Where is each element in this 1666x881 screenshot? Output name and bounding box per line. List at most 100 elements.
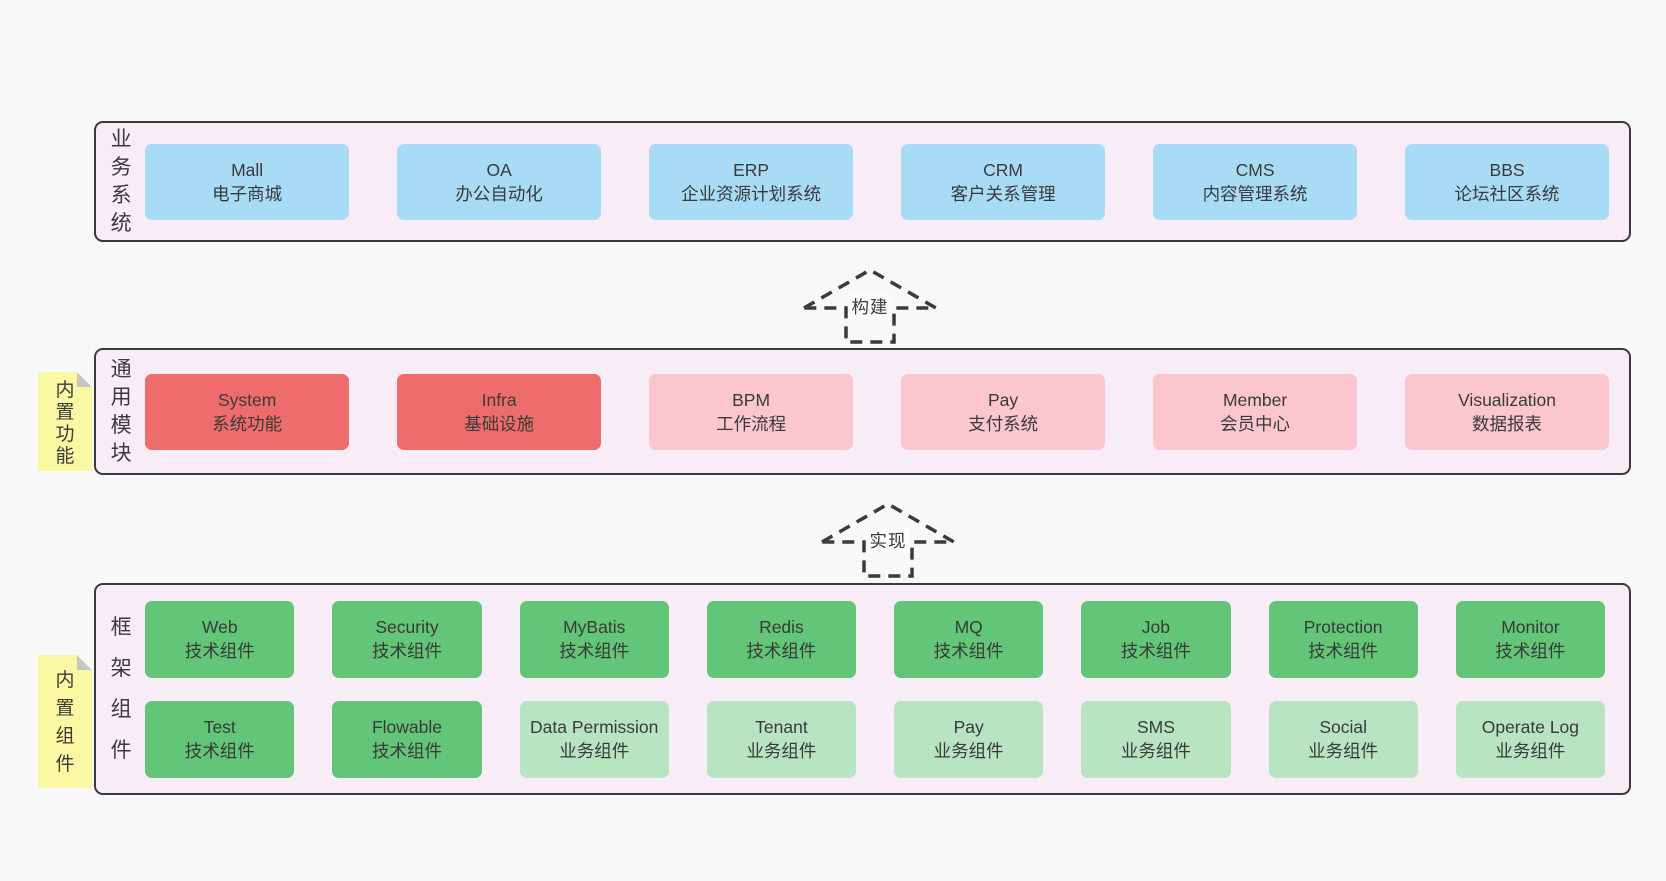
box-crm: CRM 客户关系管理 [901,143,1106,220]
box-subtitle: 业务组件 [1495,741,1566,761]
box-title: Mall [231,159,264,180]
band-label: 业务系统 [110,127,132,235]
box-subtitle: 技术组件 [1308,641,1379,661]
box-title: Protection [1303,617,1383,637]
box-mq: MQ 技术组件 [894,600,1044,678]
box-subtitle: 基础设施 [464,413,535,434]
box-subtitle: 技术组件 [746,641,817,661]
box-operate-log: Operate Log 业务组件 [1455,700,1605,778]
box-subtitle: 技术组件 [1120,641,1191,661]
box-subtitle: 电子商城 [212,183,283,204]
box-title: CMS [1235,159,1275,180]
implement-arrow-icon: 实现 [818,498,958,578]
band-label: 通用模块 [110,357,132,465]
box-subtitle: 工作流程 [716,413,787,434]
build-arrow-icon: 构建 [800,264,940,344]
box-title: MyBatis [563,617,626,637]
box-pay: Pay 支付系统 [901,373,1106,450]
box-title: Job [1141,617,1171,637]
box-title: Web [201,617,238,637]
box-flowable: Flowable 技术组件 [332,700,482,778]
box-title: Security [375,617,439,637]
box-subtitle: 技术组件 [371,641,442,661]
box-oa: OA 办公自动化 [397,143,602,220]
band-framework-components: 框架组件 Web 技术组件 Security 技术组件 MyBatis 技术组件… [94,583,1631,795]
box-sms: SMS 业务组件 [1081,700,1231,778]
box-subtitle: 会员中心 [1220,413,1291,434]
box-tenant: Tenant 业务组件 [706,700,857,778]
business-boxes: Mall 电子商城 OA 办公自动化 ERP 企业资源计划系统 CRM 客户关系… [145,143,1610,220]
box-subtitle: 业务组件 [746,741,817,761]
box-title: Infra [481,389,517,410]
build-arrow-label: 构建 [848,294,892,319]
box-pay-component: Pay 业务组件 [894,700,1044,778]
band-business-systems: 业务系统 Mall 电子商城 OA 办公自动化 ERP 企业资源计划系统 CRM… [94,121,1631,242]
box-test: Test 技术组件 [145,700,295,778]
box-mall: Mall 电子商城 [145,143,350,220]
box-title: BPM [732,389,771,410]
box-subtitle: 业务组件 [1308,741,1379,761]
box-title: Member [1222,389,1288,410]
implement-arrow-label: 实现 [866,528,910,553]
box-subtitle: 技术组件 [933,641,1004,661]
module-boxes: System 系统功能 Infra 基础设施 BPM 工作流程 Pay 支付系统… [145,373,1610,450]
box-title: Redis [759,617,804,637]
box-title: Monitor [1501,617,1560,637]
box-monitor: Monitor 技术组件 [1455,600,1605,678]
box-subtitle: 数据报表 [1472,413,1543,434]
box-subtitle: 业务组件 [1120,741,1191,761]
box-subtitle: 业务组件 [933,741,1004,761]
box-data-permission: Data Permission 业务组件 [519,700,669,778]
box-subtitle: 内容管理系统 [1202,183,1308,204]
box-title: Data Permission [530,717,659,737]
box-subtitle: 论坛社区系统 [1454,183,1560,204]
box-subtitle: 技术组件 [1495,641,1566,661]
box-mybatis: MyBatis 技术组件 [519,600,669,678]
box-bpm: BPM 工作流程 [649,373,854,450]
framework-boxes-grid: Web 技术组件 Security 技术组件 MyBatis 技术组件 Redi… [145,600,1605,778]
up-arrow-dashed-icon [818,501,958,578]
box-subtitle: 客户关系管理 [950,183,1056,204]
sticky-note-builtin-components: 内置组件 [38,655,92,788]
box-subtitle: 技术组件 [184,641,255,661]
box-erp: ERP 企业资源计划系统 [649,143,854,220]
box-subtitle: 业务组件 [559,741,630,761]
box-title: MQ [954,617,983,637]
box-title: ERP [733,159,770,180]
box-security: Security 技术组件 [332,600,482,678]
box-subtitle: 支付系统 [968,413,1039,434]
box-title: Pay [953,717,984,737]
box-title: System [217,389,277,410]
box-subtitle: 技术组件 [371,741,442,761]
sticky-note-builtin-features: 内置功能 [38,372,92,471]
box-title: Tenant [755,717,808,737]
box-subtitle: 企业资源计划系统 [681,183,822,204]
box-title: Visualization [1458,389,1557,410]
box-web: Web 技术组件 [145,600,295,678]
box-title: Test [203,717,236,737]
box-subtitle: 技术组件 [184,741,255,761]
box-social: Social 业务组件 [1268,700,1418,778]
box-title: Pay [988,389,1019,410]
box-title: SMS [1136,717,1175,737]
box-title: Flowable [371,717,442,737]
box-cms: CMS 内容管理系统 [1153,143,1358,220]
box-title: CRM [983,159,1024,180]
box-job: Job 技术组件 [1081,600,1231,678]
box-title: Social [1319,717,1367,737]
box-title: Operate Log [1481,717,1580,737]
band-label: 框架组件 [110,616,132,762]
box-bbs: BBS 论坛社区系统 [1405,143,1610,220]
sticky-note-text: 内置功能 [55,380,75,467]
box-system: System 系统功能 [145,373,350,450]
box-title: OA [486,159,512,180]
sticky-note-text: 内置组件 [55,670,75,775]
box-subtitle: 技术组件 [559,641,630,661]
box-infra: Infra 基础设施 [397,373,602,450]
box-redis: Redis 技术组件 [706,600,857,678]
box-member: Member 会员中心 [1153,373,1358,450]
up-arrow-dashed-icon [800,267,940,344]
box-subtitle: 办公自动化 [455,183,543,204]
box-protection: Protection 技术组件 [1268,600,1418,678]
